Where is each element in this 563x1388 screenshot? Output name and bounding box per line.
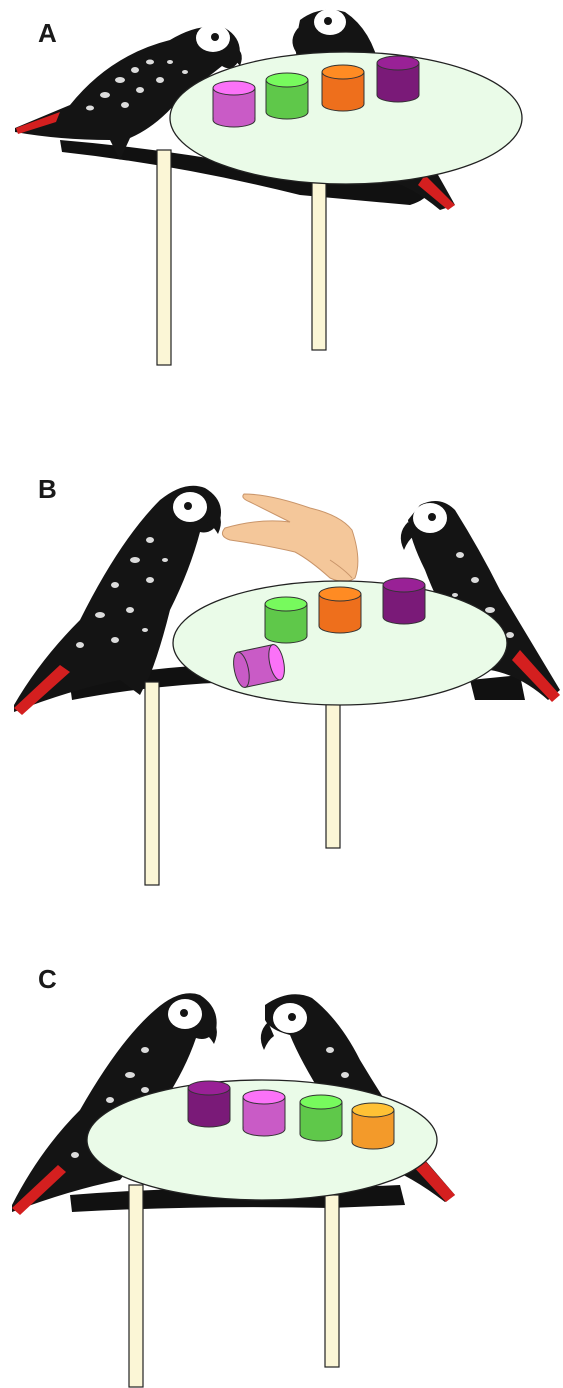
cup-a-1 (212, 80, 256, 128)
cup-b-2 (264, 596, 308, 644)
table-leg-left-a (156, 149, 172, 366)
cup-c-1 (187, 1080, 231, 1128)
panel-label-a: A (38, 18, 57, 48)
table-leg-right-b (325, 689, 341, 849)
cup-a-2 (265, 72, 309, 120)
cup-a-4 (376, 55, 420, 103)
table-leg-left-b (144, 681, 160, 886)
panel-b-illustration (14, 485, 560, 886)
cups-b (233, 577, 426, 688)
cup-b-3 (318, 586, 362, 634)
cups-a (212, 55, 420, 128)
parrot-left-c (12, 993, 217, 1215)
pointing-hand (221, 493, 359, 582)
cup-b-1 (233, 644, 285, 688)
cup-c-2 (242, 1089, 286, 1137)
panel-a-illustration (15, 9, 523, 366)
cup-c-3 (299, 1094, 343, 1142)
panel-label-c: C (38, 964, 57, 994)
panel-a: A (0, 0, 563, 400)
parrot-left-a (15, 24, 242, 160)
table-leg-left-c (128, 1184, 144, 1388)
cups-c (187, 1080, 395, 1150)
cup-a-3 (321, 64, 365, 112)
panel-c-illustration (12, 993, 455, 1388)
cup-c-4 (351, 1102, 395, 1150)
table-top-a (169, 51, 523, 185)
panel-b: B (0, 460, 563, 900)
parrot-left-b (14, 485, 221, 715)
table-leg-right-c (324, 1194, 340, 1368)
table-leg-right-a (311, 164, 327, 351)
cup-b-4 (382, 577, 426, 625)
perch-b-right (470, 675, 525, 700)
panel-c: C (0, 950, 563, 1388)
panel-label-b: B (38, 474, 57, 504)
table-top-c (86, 1079, 438, 1201)
